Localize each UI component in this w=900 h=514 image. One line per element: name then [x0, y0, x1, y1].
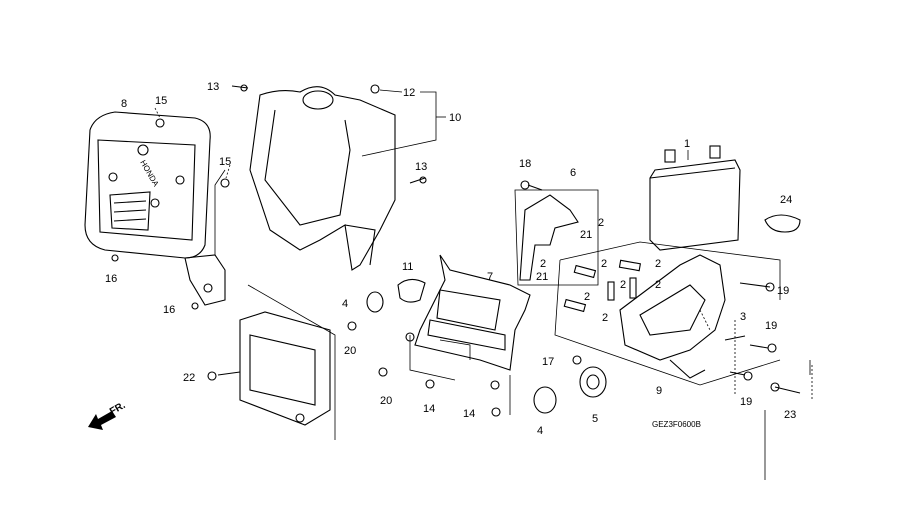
callout-9: 9 [656, 385, 662, 397]
grommet-part-4b [533, 386, 557, 414]
rubber-pads-part-2 [563, 259, 642, 313]
horn-part-5 [579, 366, 607, 398]
callout-19: 19 [740, 396, 752, 408]
leader-lines [154, 89, 813, 480]
callout-2: 2 [584, 291, 590, 303]
callout-7: 7 [487, 271, 493, 283]
callout-2: 2 [540, 258, 546, 270]
callout-14: 14 [423, 403, 435, 415]
clamp-part-24 [764, 214, 801, 233]
grommet-part-4 [366, 291, 384, 313]
callout-15: 15 [155, 95, 167, 107]
callout-20: 20 [380, 395, 392, 407]
bolts [111, 84, 801, 417]
drawing-code: GEZ3F0600B [652, 420, 701, 429]
front-direction-indicator: FR. [88, 400, 128, 430]
callout-6: 6 [570, 167, 576, 179]
battery-part-1 [649, 145, 741, 251]
callout-12: 12 [403, 87, 415, 99]
callout-8: 8 [121, 98, 127, 110]
callout-23: 23 [784, 409, 796, 421]
frame-part-7 [405, 254, 531, 390]
callout-13: 13 [207, 81, 219, 93]
callout-16: 16 [105, 273, 117, 285]
callout-2: 2 [598, 217, 604, 229]
callout-20: 20 [344, 345, 356, 357]
callout-17: 17 [542, 356, 554, 368]
callout-21: 21 [580, 229, 592, 241]
callout-labels: 1 2 21 2 21 2 2 2 2 2 2 3 4 4 5 6 7 8 9 … [105, 81, 796, 437]
callout-4: 4 [342, 298, 348, 310]
callout-3: 3 [740, 311, 746, 323]
callout-2: 2 [602, 312, 608, 324]
callout-15: 15 [219, 156, 231, 168]
battery-tray-part-9 [619, 254, 726, 379]
callout-2: 2 [655, 258, 661, 270]
bracket-part-22 [207, 311, 331, 426]
callout-2: 2 [620, 279, 626, 291]
callout-2: 2 [655, 279, 661, 291]
callout-18: 18 [519, 158, 531, 170]
callout-24: 24 [780, 194, 792, 206]
front-label: FR. [108, 400, 128, 418]
callout-21: 21 [536, 271, 548, 283]
inner-cover-part-10 [249, 86, 396, 271]
callout-10: 10 [449, 112, 461, 124]
callout-19: 19 [777, 285, 789, 297]
brand-text: HONDA [138, 159, 161, 189]
callout-13: 13 [415, 161, 427, 173]
callout-1: 1 [684, 138, 690, 150]
strap-part-11 [397, 278, 426, 303]
callout-19: 19 [765, 320, 777, 332]
callout-2: 2 [601, 258, 607, 270]
callout-11: 11 [402, 261, 413, 273]
callout-22: 22 [183, 372, 195, 384]
callout-16: 16 [163, 304, 175, 316]
callout-4: 4 [537, 425, 543, 437]
callout-5: 5 [592, 413, 598, 425]
callout-14: 14 [463, 408, 475, 420]
bracket-part-6 [519, 194, 579, 281]
